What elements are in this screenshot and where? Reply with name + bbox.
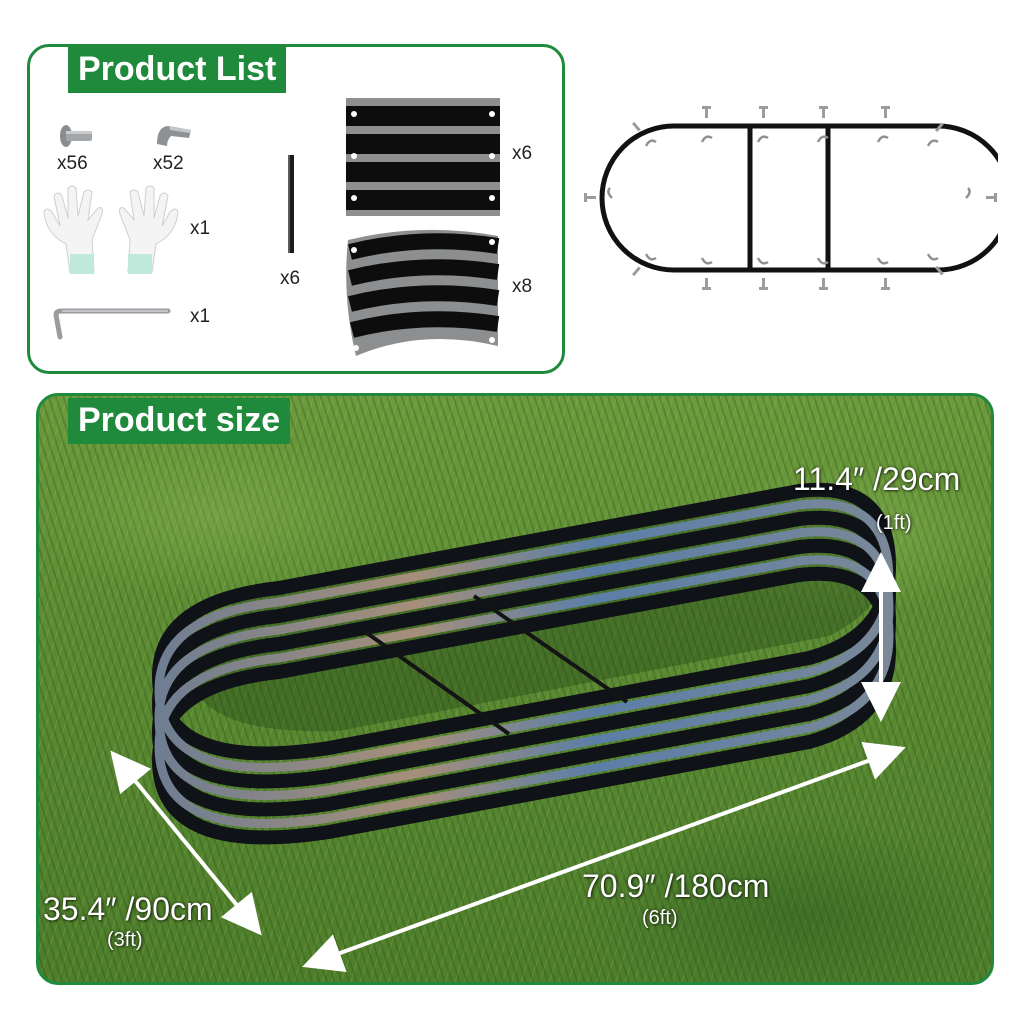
hex-key-qty: x1 xyxy=(190,306,211,327)
length-ft-label: (6ft) xyxy=(642,907,678,929)
width-ft-label: (3ft) xyxy=(107,929,143,951)
product-list-title: Product List xyxy=(68,47,287,93)
gloves-qty: x1 xyxy=(190,218,211,239)
nut-clip-qty: x52 xyxy=(153,153,184,174)
straight-panel-qty: x6 xyxy=(512,143,533,164)
width-arrow xyxy=(110,750,262,936)
curved-panel-icon xyxy=(346,229,500,356)
support-rod-qty: x6 xyxy=(280,268,301,289)
straight-panel-icon xyxy=(346,98,500,216)
curved-panel-qty: x8 xyxy=(512,276,533,297)
width-label: 35.4″ /90cm xyxy=(43,891,213,927)
length-label: 70.9″ /180cm xyxy=(582,868,770,904)
nut-clip-icon xyxy=(157,126,191,146)
length-arrow xyxy=(302,742,906,972)
assembly-diagram xyxy=(584,106,998,290)
product-size-panel xyxy=(36,393,994,985)
height-label: 11.4″ /29cm xyxy=(793,461,961,497)
hex-key-icon xyxy=(53,308,171,340)
bolt-qty: x56 xyxy=(57,153,88,174)
product-size-title: Product size xyxy=(68,398,291,444)
height-ft-label: (1ft) xyxy=(876,512,912,534)
bolt-icon xyxy=(60,125,92,147)
dimension-arrows xyxy=(110,552,906,972)
gloves-icon xyxy=(43,185,179,274)
support-rod-icon xyxy=(288,155,294,253)
